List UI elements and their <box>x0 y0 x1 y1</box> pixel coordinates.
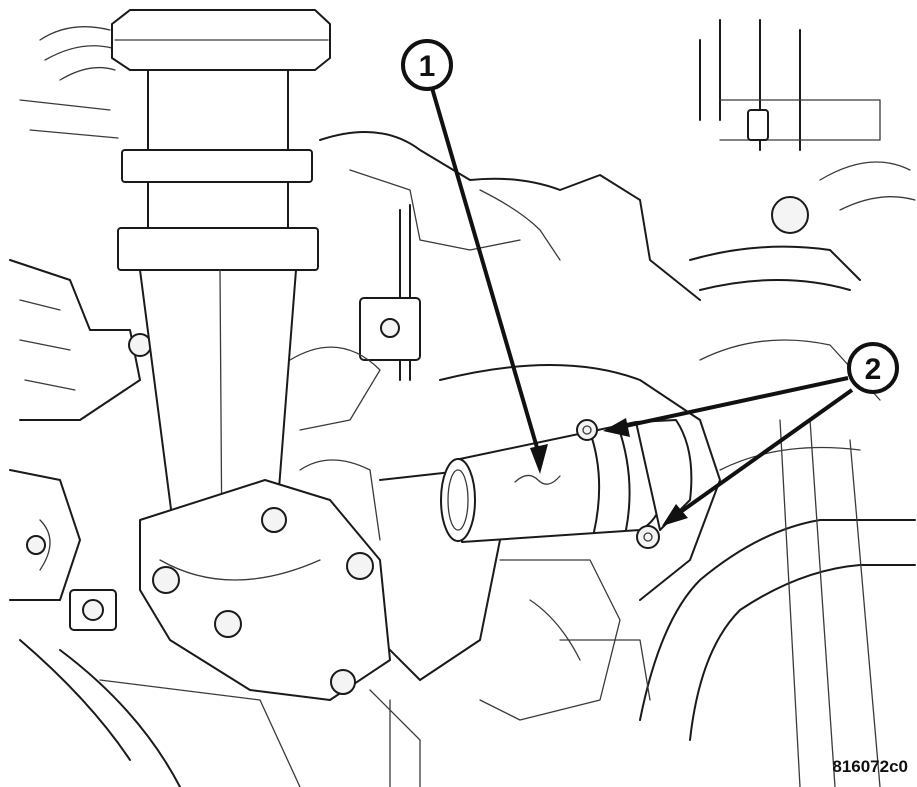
callout-2-leader-upper <box>615 376 849 430</box>
strut-assembly <box>111 9 331 593</box>
callout-1: 1 <box>401 39 548 474</box>
callout-2: 2 <box>603 342 899 526</box>
callout-2-number: 2 <box>865 353 882 386</box>
mounting-bolts <box>576 419 660 549</box>
callout-1-leader <box>430 87 542 459</box>
callout-1-circle <box>401 39 453 91</box>
flange-plate <box>139 479 391 701</box>
callout-2-arrowhead-upper <box>603 418 630 437</box>
callout-1-arrowhead <box>530 444 548 474</box>
coolant-outlet-housing <box>440 419 693 543</box>
callout-1-number: 1 <box>419 50 436 83</box>
callout-2-arrowhead-lower <box>662 504 688 526</box>
callout-2-leader-lower <box>670 388 854 520</box>
engine-background <box>9 19 916 787</box>
callout-2-circle <box>847 342 899 394</box>
figure-id: 816072c0 <box>832 757 908 776</box>
mounting-bolt-upper <box>576 419 598 441</box>
mounting-bolt-lower <box>636 525 660 549</box>
